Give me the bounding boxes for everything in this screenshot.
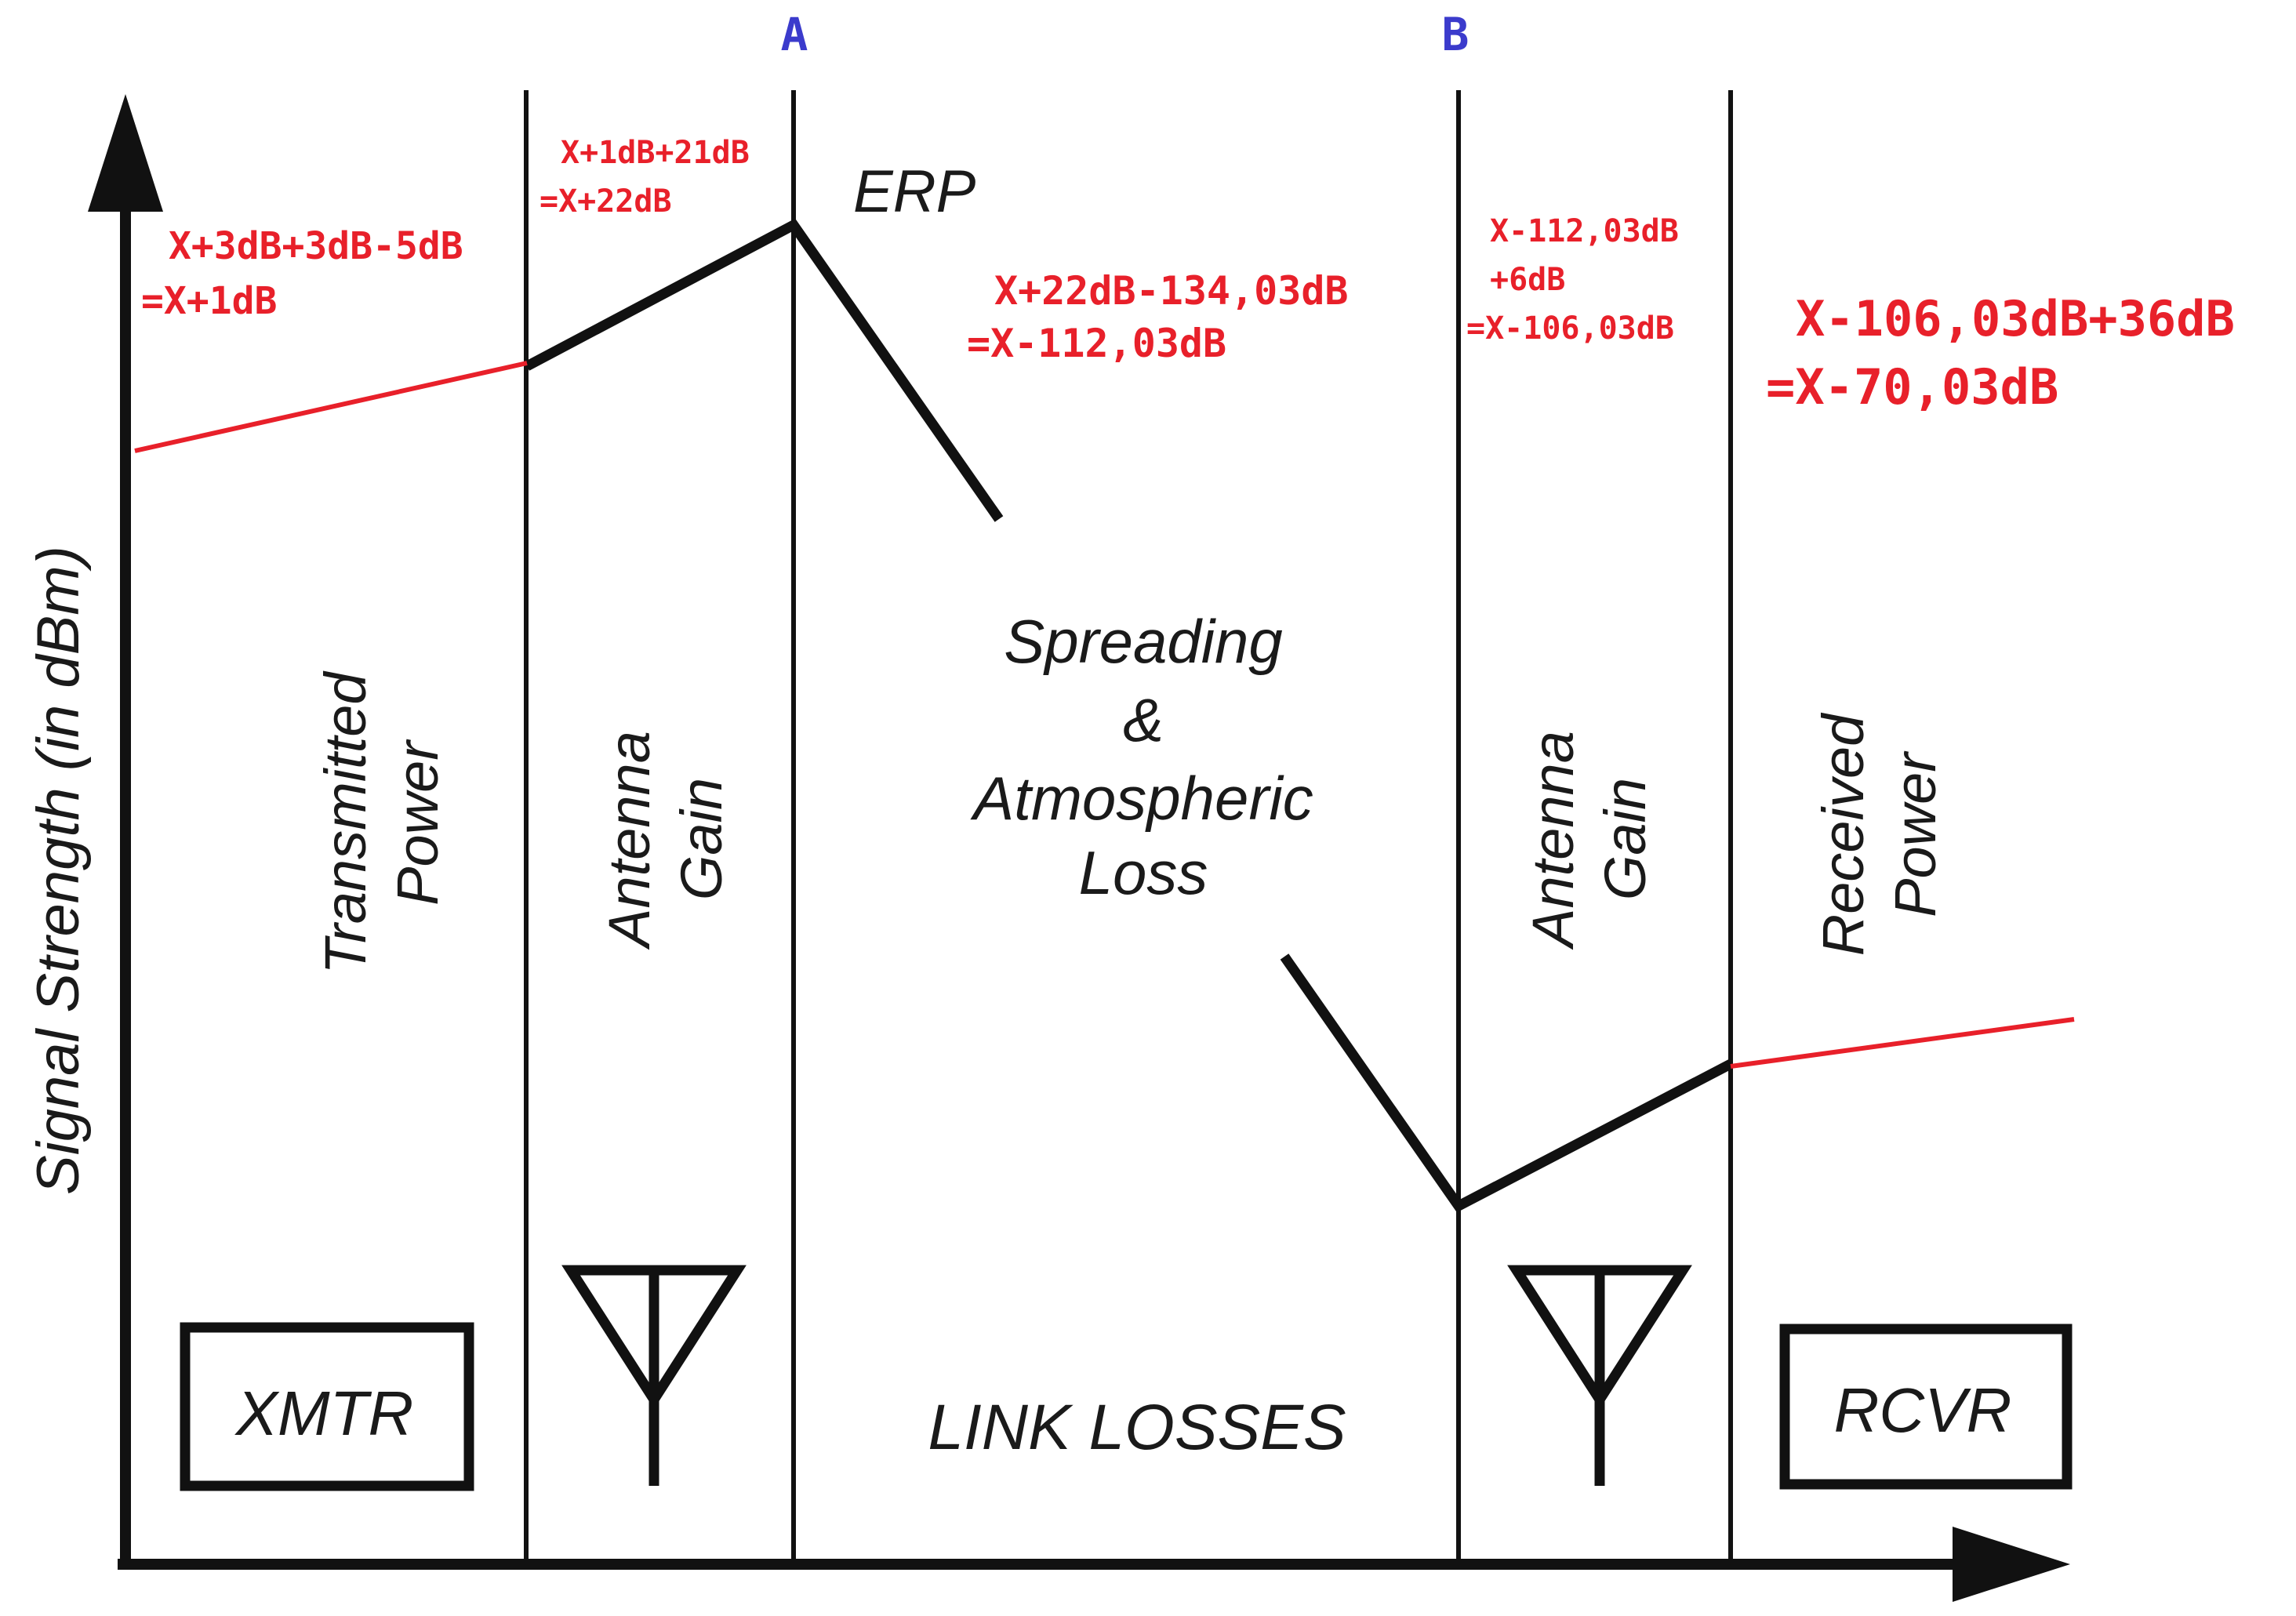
annotation-rx-gain: X-112,03dB +6dB =X-106,03dB xyxy=(1466,213,1679,347)
signal-path-tx xyxy=(524,218,1004,522)
label-antenna-gain-rx: Antenna Gain xyxy=(1520,731,1658,950)
axes xyxy=(88,94,2070,1602)
annotation-tx-gain-line1: X+1dB+21dB xyxy=(561,135,750,171)
label-antenna-gain-rx-line1: Antenna xyxy=(1520,731,1586,950)
marker-b: B xyxy=(1442,8,1470,61)
rcvr-label: RCVR xyxy=(1834,1375,2012,1445)
rcvr-box: RCVR xyxy=(1779,1324,2073,1490)
tx-power-level-line xyxy=(134,361,528,453)
signal-path xyxy=(524,218,1734,1213)
annotation-received-line2: =X-70,03dB xyxy=(1766,358,2058,416)
label-antenna-gain-rx-line2: Gain xyxy=(1593,778,1658,900)
label-received-power-line2: Power xyxy=(1883,750,1948,917)
label-erp: ERP xyxy=(853,158,976,225)
label-spreading-line3: Atmospheric xyxy=(970,764,1313,833)
annotation-path-loss-line2: =X-112,03dB xyxy=(967,321,1226,366)
rx-antenna-icon xyxy=(1507,1265,1692,1486)
marker-a: A xyxy=(781,8,808,61)
signal-path-rx xyxy=(1280,953,1734,1213)
rcvr-box-frame xyxy=(1779,1324,2073,1490)
label-antenna-gain-tx-line1: Antenna xyxy=(597,731,662,950)
annotation-tx-gain-line2: =X+22dB xyxy=(539,183,672,220)
annotation-tx-power-line1: X+3dB+3dB-5dB xyxy=(169,224,463,268)
xmtr-label: XMTR xyxy=(234,1378,414,1448)
y-axis-arrow-icon xyxy=(88,94,163,212)
label-transmitted-power-line1: Transmitted xyxy=(313,670,378,975)
section-dividers xyxy=(524,90,1733,1564)
label-antenna-gain-tx-line2: Gain xyxy=(669,778,734,900)
label-spreading-line1: Spreading xyxy=(1004,607,1283,676)
annotation-rx-gain-line3: =X-106,03dB xyxy=(1466,310,1674,347)
annotation-tx-power-line2: =X+1dB xyxy=(141,279,277,323)
label-spreading-line2: & xyxy=(1123,685,1164,754)
annotation-path-loss: X+22dB-134,03dB =X-112,03dB xyxy=(967,268,1349,366)
received-level-line xyxy=(1730,1017,2075,1069)
xmtr-box-frame xyxy=(180,1322,474,1491)
annotation-received: X-106,03dB+36dB =X-70,03dB xyxy=(1766,290,2235,416)
label-transmitted-power: Transmitted Power xyxy=(313,670,450,975)
xmtr-box: XMTR xyxy=(180,1322,474,1491)
label-received-power-line1: Received xyxy=(1811,712,1876,956)
annotation-rx-gain-line2: +6dB xyxy=(1490,262,1565,298)
label-received-power: Received Power xyxy=(1811,712,1948,956)
label-spreading-loss: Spreading & Atmospheric Loss xyxy=(970,607,1313,907)
label-antenna-gain-tx: Antenna Gain xyxy=(597,731,734,950)
label-spreading-line4: Loss xyxy=(1079,838,1208,907)
annotation-tx-power: X+3dB+3dB-5dB =X+1dB xyxy=(141,224,463,323)
link-losses-label: LINK LOSSES xyxy=(928,1392,1346,1463)
annotation-rx-gain-line1: X-112,03dB xyxy=(1490,213,1679,249)
annotation-tx-gain: X+1dB+21dB =X+22dB xyxy=(539,135,750,220)
y-axis-label: Signal Strength (in dBm) xyxy=(25,546,92,1195)
annotation-received-line1: X-106,03dB+36dB xyxy=(1796,290,2235,347)
label-transmitted-power-line2: Power xyxy=(385,739,450,906)
tx-antenna-icon xyxy=(561,1265,747,1486)
annotation-path-loss-line1: X+22dB-134,03dB xyxy=(994,268,1349,314)
x-axis-arrow-icon xyxy=(1953,1527,2070,1602)
